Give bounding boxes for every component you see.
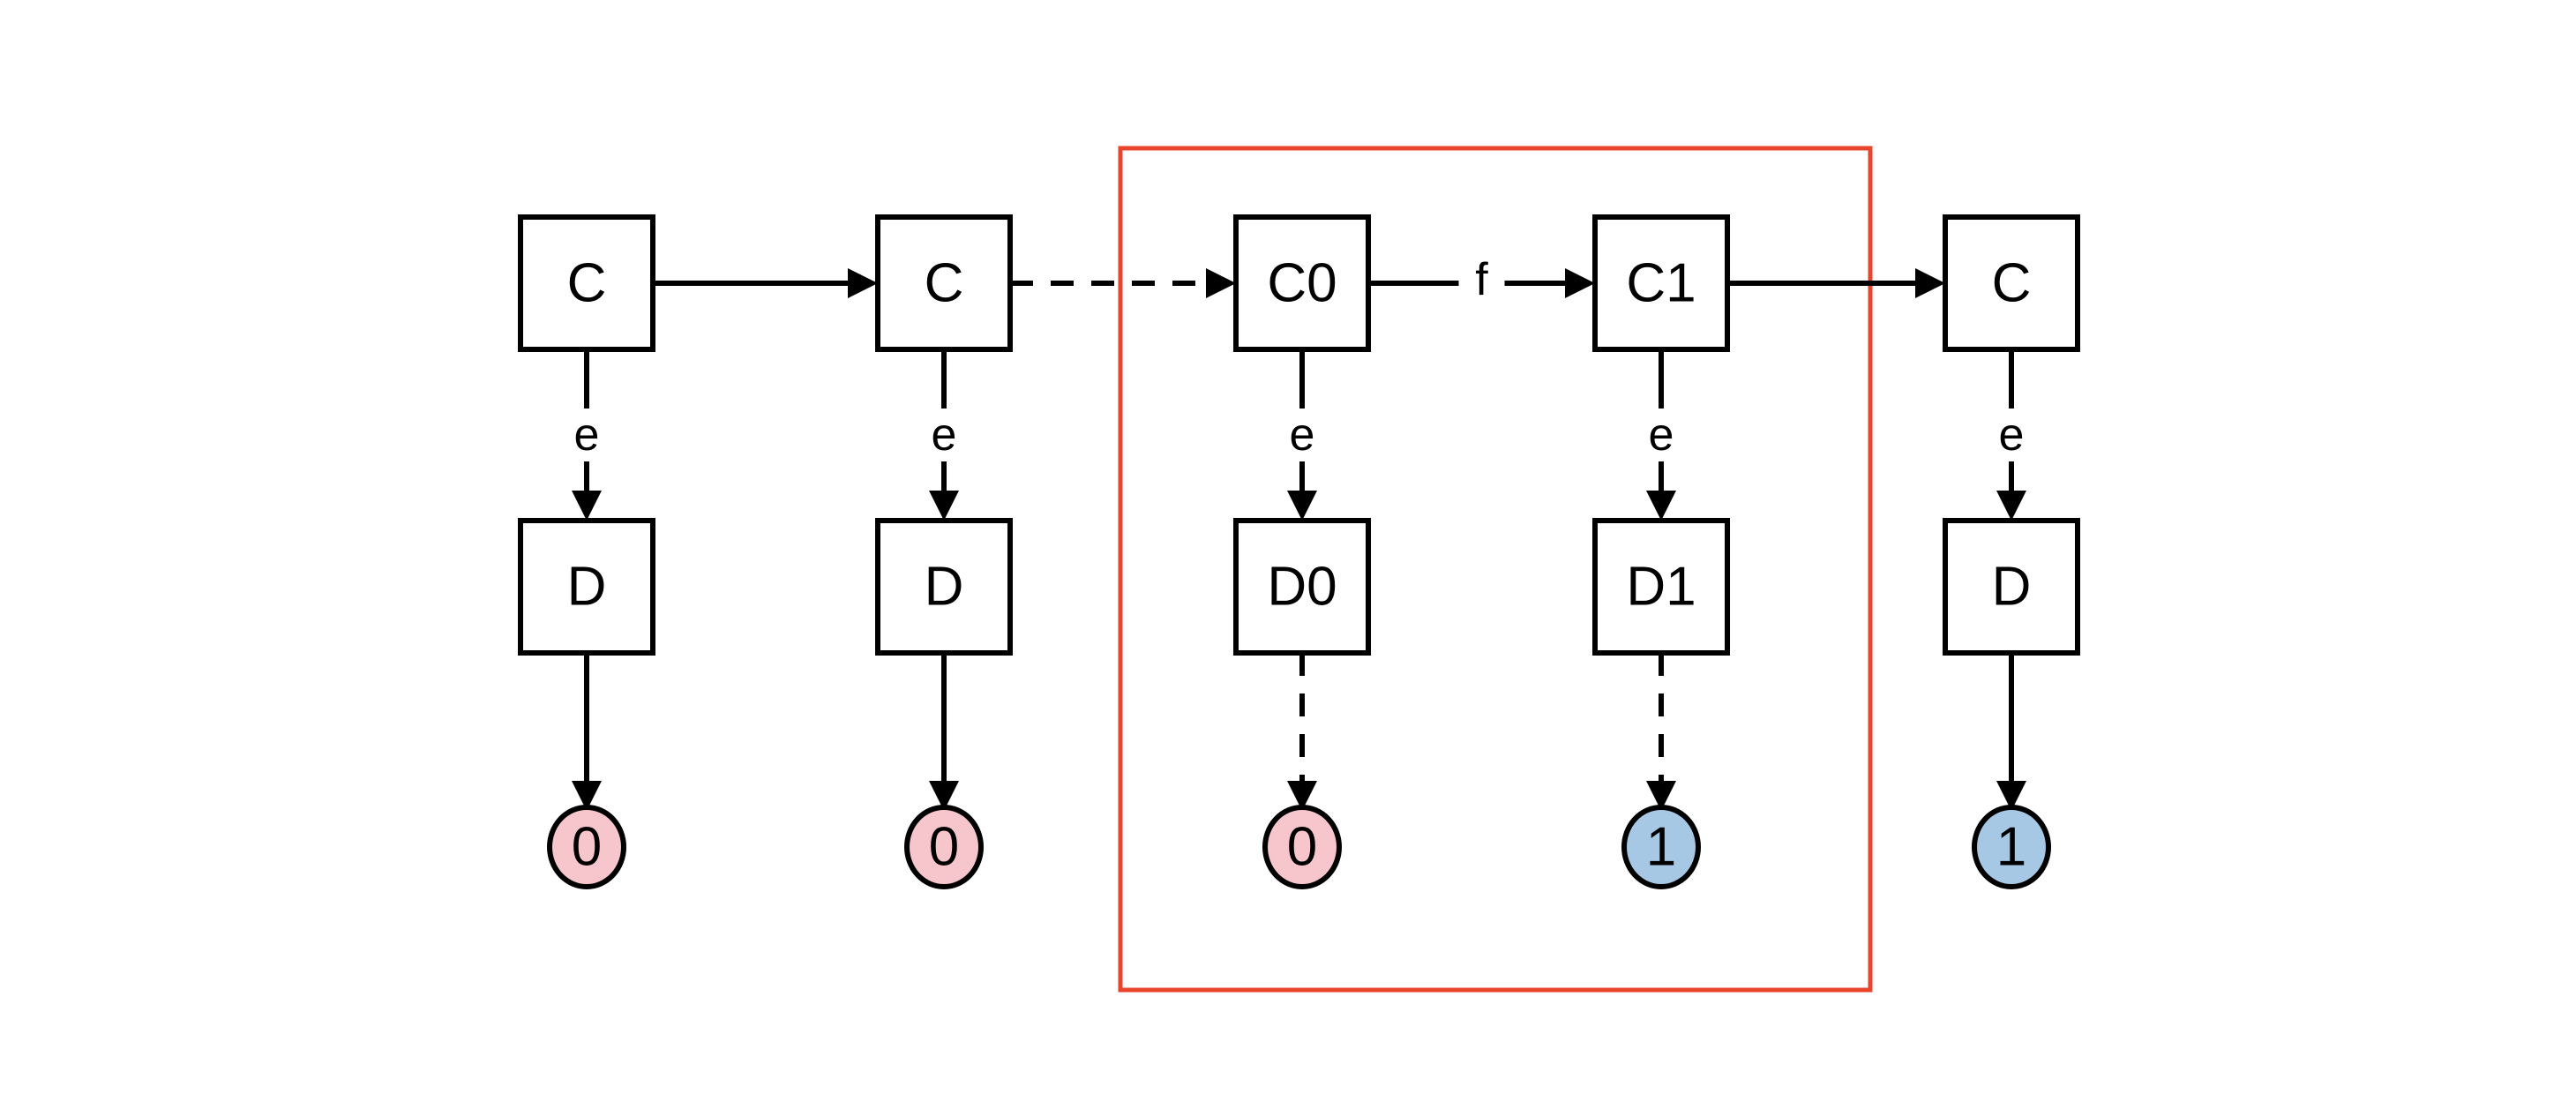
node-d-label: D: [567, 557, 607, 618]
leaf-node-col3-value-0[interactable]: [1262, 805, 1342, 889]
node-c0-label: C0: [1267, 253, 1337, 314]
arrowhead-col3-top-to-mid: [1287, 491, 1317, 521]
node-c-label: C: [925, 253, 964, 314]
arrowhead-col5-mid-to-leaf: [1996, 781, 2026, 811]
arrowhead-col4-mid-to-leaf: [1646, 781, 1676, 811]
node-c0-box[interactable]: [1233, 214, 1371, 352]
node-c-box[interactable]: [1943, 214, 2080, 352]
edge-label-col3-e: e: [1290, 409, 1315, 461]
node-c-label: C: [1992, 253, 2032, 314]
leaf-node-col2-label: 0: [929, 817, 959, 878]
arrowhead-edge-c0-c1: [1565, 268, 1595, 298]
arrowhead-edge-c1-c5: [1915, 268, 1945, 298]
arrowhead-col4-top-to-mid: [1646, 491, 1676, 521]
leaf-node-col1-value-0[interactable]: [547, 805, 626, 889]
edge-label-col5-e: e: [1999, 409, 2025, 461]
node-d1-box[interactable]: [1592, 518, 1730, 656]
node-c1-label: C1: [1626, 253, 1696, 314]
leaf-node-col4-value-1[interactable]: [1621, 805, 1701, 889]
node-d-label: D: [1992, 557, 2032, 618]
highlight-region-box: [1118, 146, 1873, 993]
node-c1-box[interactable]: [1592, 214, 1730, 352]
edge-label-col1-e: e: [574, 409, 600, 461]
arrowhead-col3-mid-to-leaf: [1287, 781, 1317, 811]
edge-label-col4-e: e: [1649, 409, 1674, 461]
arrowhead-edge-c1-c2: [848, 268, 878, 298]
arrowhead-col1-mid-to-leaf: [572, 781, 602, 811]
node-c-box[interactable]: [875, 214, 1013, 352]
arrowhead-col5-top-to-mid: [1996, 491, 2026, 521]
node-d0-label: D0: [1267, 557, 1337, 618]
node-d-box[interactable]: [1943, 518, 2080, 656]
edge-label-edge-c0-c1: f: [1475, 254, 1488, 305]
leaf-node-col3-label: 0: [1287, 817, 1317, 878]
node-d-box[interactable]: [518, 518, 655, 656]
node-c-box[interactable]: [518, 214, 655, 352]
leaf-node-col5-label: 1: [1996, 817, 2026, 878]
edges-layer: [572, 268, 2026, 811]
nodes-layer: [518, 214, 2080, 889]
highlight-group-layer: [1118, 146, 1873, 993]
node-d-box[interactable]: [875, 518, 1013, 656]
leaf-node-col2-value-0[interactable]: [904, 805, 984, 889]
node-d-label: D: [925, 557, 964, 618]
arrowhead-col1-top-to-mid: [572, 491, 602, 521]
arrowhead-col2-top-to-mid: [929, 491, 959, 521]
leaf-node-col1-label: 0: [572, 817, 602, 878]
edge-label-col2-e: e: [932, 409, 957, 461]
node-c-label: C: [567, 253, 607, 314]
arrowhead-col2-mid-to-leaf: [929, 781, 959, 811]
leaf-node-col5-value-1[interactable]: [1972, 805, 2051, 889]
node-d1-label: D1: [1626, 557, 1696, 618]
arrowhead-edge-c2-c0: [1206, 268, 1236, 298]
node-d0-box[interactable]: [1233, 518, 1371, 656]
leaf-node-col4-label: 1: [1646, 817, 1676, 878]
